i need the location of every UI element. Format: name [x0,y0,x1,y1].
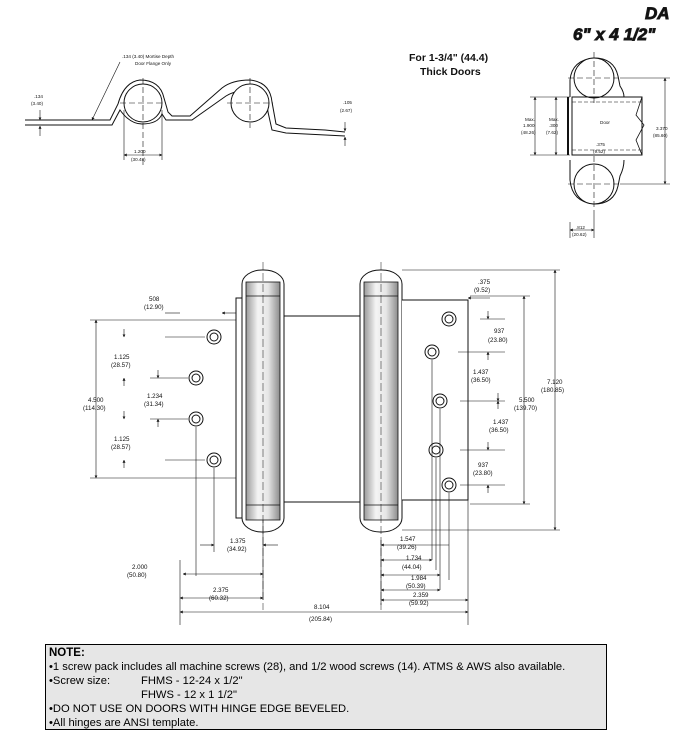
dim-1437-top-metric: (36.50) [471,377,491,384]
dim-105-metric: (2.67) [340,108,352,113]
dim-1437-bottom-value: 1.437 [493,419,509,426]
max-1900-value: 1.900 [523,123,535,128]
dim-1125-bottom-metric: (28.57) [111,444,131,451]
dim-8104-metric: (205.84) [309,616,332,623]
dim-1375-metric: (34.92) [227,546,247,553]
door-thickness-line2: Thick Doors [420,66,481,78]
dim-1200-value: 1.200 [134,149,146,154]
dim-1234-metric: (31.34) [144,401,164,408]
dim-5500-value: 5.500 [519,397,535,404]
dim-3370-value: 3.370 [656,126,668,131]
dim-8104-value: 8.104 [314,604,330,611]
dim-1437-bottom-metric: (36.50) [489,427,509,434]
note-beveled-warning: •DO NOT USE ON DOORS WITH HINGE EDGE BEV… [49,703,350,715]
max-1900-label: Max. [525,117,535,122]
dim-4500-metric: (114.30) [83,405,106,412]
dim-1984-metric: (50.39) [406,583,426,590]
dim-1437-top-value: 1.437 [473,369,489,376]
dim-105-value: .105 [343,100,352,105]
door-flange-label: Door Flange Only [135,61,172,66]
screw-size-label: •Screw size: [49,675,111,687]
dim-508-metric: (12.90) [144,304,164,311]
note-heading: NOTE: [49,647,85,659]
hinge-front-view [188,262,469,610]
screw-size-machine: FHMS - 12-24 x 1/2" [141,675,243,687]
dim-937-bottom-metric: (23.80) [473,470,493,477]
hinge-profile-view [25,61,347,165]
dim-2375-metric: (60.32) [209,595,229,602]
dim-2359-metric: (59.92) [409,600,429,607]
dim-1125-top-value: 1.125 [114,354,130,361]
dim-937-top-value: 937 [494,328,505,335]
max-1900-metric: (48.26) [521,130,536,135]
door-thickness-line1: For 1-3/4" (44.4) [409,52,488,64]
door-label: Door [600,120,610,125]
dim-134-value: .134 [34,94,43,99]
dim-375-metric: (9.52) [474,287,490,294]
dim-134-metric: (3.40) [31,101,43,106]
note-screw-pack: •1 screw pack includes all machine screw… [49,661,566,673]
dim-375-small-metric: (9.52) [593,149,605,154]
dim-5500-metric: (139.70) [514,405,537,412]
note-screw-size: •Screw size: FHMS - 12-24 x 1/2" [49,674,603,688]
note-screw-wood: FHWS - 12 x 1 1/2" [49,688,603,702]
dim-1734-metric: (44.04) [402,564,422,571]
door-section-view [530,52,670,238]
dim-7120-metric: (180.85) [541,387,564,394]
dim-4500-value: 4.500 [88,397,104,404]
dim-1375-value: 1.375 [230,538,246,545]
dim-1984-value: 1.984 [411,575,427,582]
main-dimension-labels: 508 (12.90) 4.500 (114.30) 1.125 (28.57)… [83,279,564,623]
dim-508-value: 508 [149,296,160,303]
main-dimension-lines [90,269,560,625]
mortise-depth-label: .134 (3.40) Mortise Depth [122,54,175,59]
dim-2000-metric: (50.80) [127,572,147,579]
dim-1125-bottom-value: 1.125 [114,436,130,443]
dim-1200-metric: (30.48) [131,157,146,162]
dim-2359-value: 2.359 [413,592,429,599]
notes-panel: NOTE: •1 screw pack includes all machine… [45,644,607,730]
badge-type: DA [645,4,670,23]
screw-size-wood: FHWS - 12 x 1 1/2" [141,689,237,701]
max-300-value: .300 [549,123,558,128]
dim-937-top-metric: (23.80) [488,337,508,344]
hinge-technical-drawing: DA 6" x 4 1/2" For 1-3/4" (44.4) Thick D… [25,4,670,625]
badge-size: 6" x 4 1/2" [573,25,656,44]
max-300-label: Max. [549,117,559,122]
dim-937-bottom-value: 937 [478,462,489,469]
dim-812-value: .812 [576,225,585,230]
dim-1547-metric: (39.26) [397,544,417,551]
dim-3370-metric: (85.60) [653,133,668,138]
dim-1734-value: 1.734 [406,555,422,562]
model-badge: DA 6" x 4 1/2" [573,4,670,45]
dim-375-value: .375 [478,279,491,286]
dim-1547-value: 1.547 [400,536,416,543]
dim-1125-top-metric: (28.57) [111,362,131,369]
dim-7120-value: 7.120 [547,379,563,386]
dim-2000-value: 2.000 [132,564,148,571]
note-ansi-template: •All hinges are ANSI template. [49,717,199,729]
dim-375-small-value: .375 [596,142,605,147]
dim-812-metric: (20.62) [572,232,587,237]
dim-2375-value: 2.375 [213,587,229,594]
max-300-metric: (7.62) [546,130,558,135]
dim-1234-value: 1.234 [147,393,163,400]
